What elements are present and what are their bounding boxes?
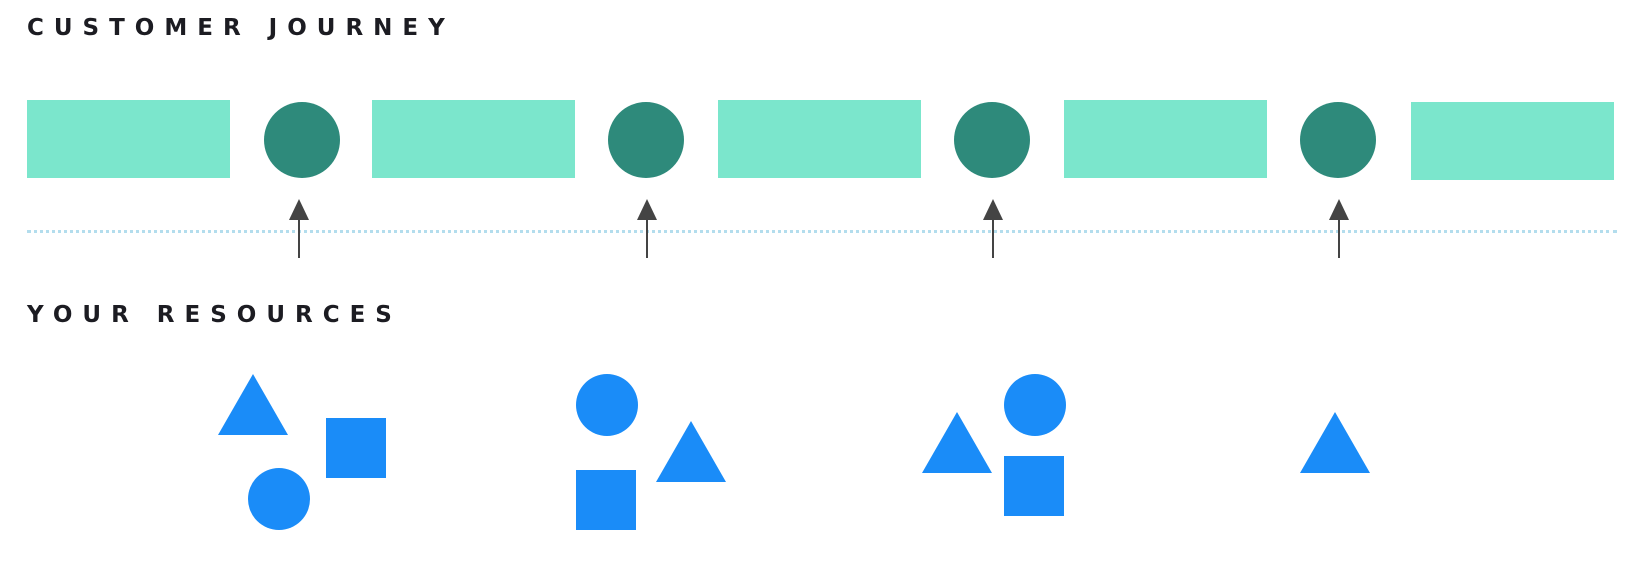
arrow-up-icon: [983, 199, 1003, 220]
customer-journey-heading: CUSTOMER JOURNEY: [27, 15, 455, 41]
resource-square-icon: [1004, 456, 1064, 516]
journey-stage-1: [27, 100, 230, 178]
journey-stage-4: [1064, 100, 1267, 178]
resource-triangle-icon: [1300, 412, 1370, 473]
arrow-up-icon: [637, 199, 657, 220]
resource-circle-icon: [576, 374, 638, 436]
journey-stage-5: [1411, 102, 1614, 180]
resource-triangle-icon: [656, 421, 726, 482]
resource-circle-icon: [1004, 374, 1066, 436]
journey-stage-3: [718, 100, 921, 178]
arrow-up-icon: [289, 199, 309, 220]
resource-square-icon: [576, 470, 636, 530]
journey-touchpoint-2: [608, 102, 684, 178]
resource-triangle-icon: [218, 374, 288, 435]
journey-touchpoint-4: [1300, 102, 1376, 178]
journey-stage-2: [372, 100, 575, 178]
resource-square-icon: [326, 418, 386, 478]
your-resources-heading: YOUR RESOURCES: [27, 302, 402, 328]
arrow-up-icon: [1329, 199, 1349, 220]
journey-touchpoint-1: [264, 102, 340, 178]
dotted-divider: [27, 230, 1617, 233]
resource-circle-icon: [248, 468, 310, 530]
journey-touchpoint-3: [954, 102, 1030, 178]
arrow-shaft-3: [992, 218, 994, 258]
arrow-shaft-4: [1338, 218, 1340, 258]
arrow-shaft-2: [646, 218, 648, 258]
arrow-shaft-1: [298, 218, 300, 258]
resource-triangle-icon: [922, 412, 992, 473]
